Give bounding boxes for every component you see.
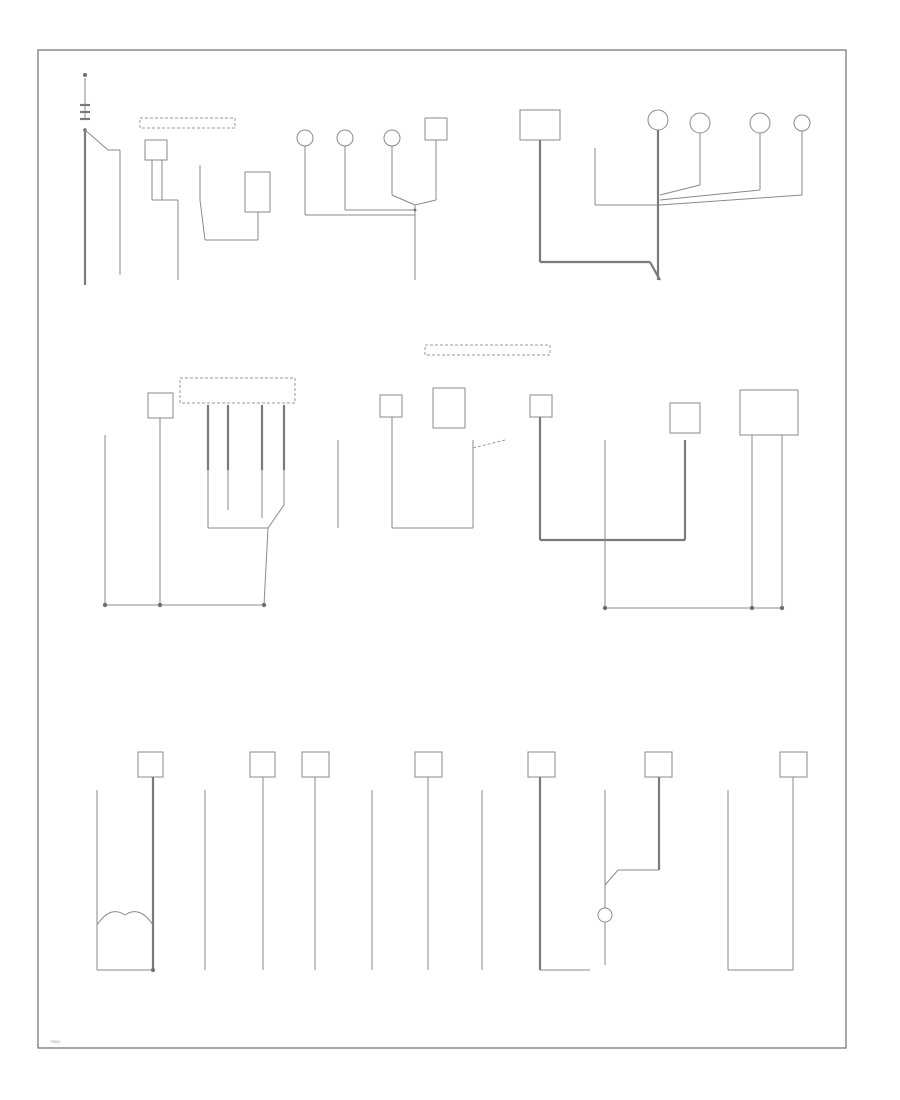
- diagram-code: T9884: [50, 1040, 60, 1044]
- lamp-group-right: [519, 109, 811, 281]
- front-fuse-block-group: [139, 117, 271, 280]
- battery-symbol: [80, 73, 121, 285]
- middle-section: [102, 344, 799, 611]
- lamp-group-left: [296, 117, 448, 280]
- top-section: [80, 73, 811, 285]
- diagram-frame: [37, 49, 847, 1049]
- bottom-section: [96, 751, 808, 972]
